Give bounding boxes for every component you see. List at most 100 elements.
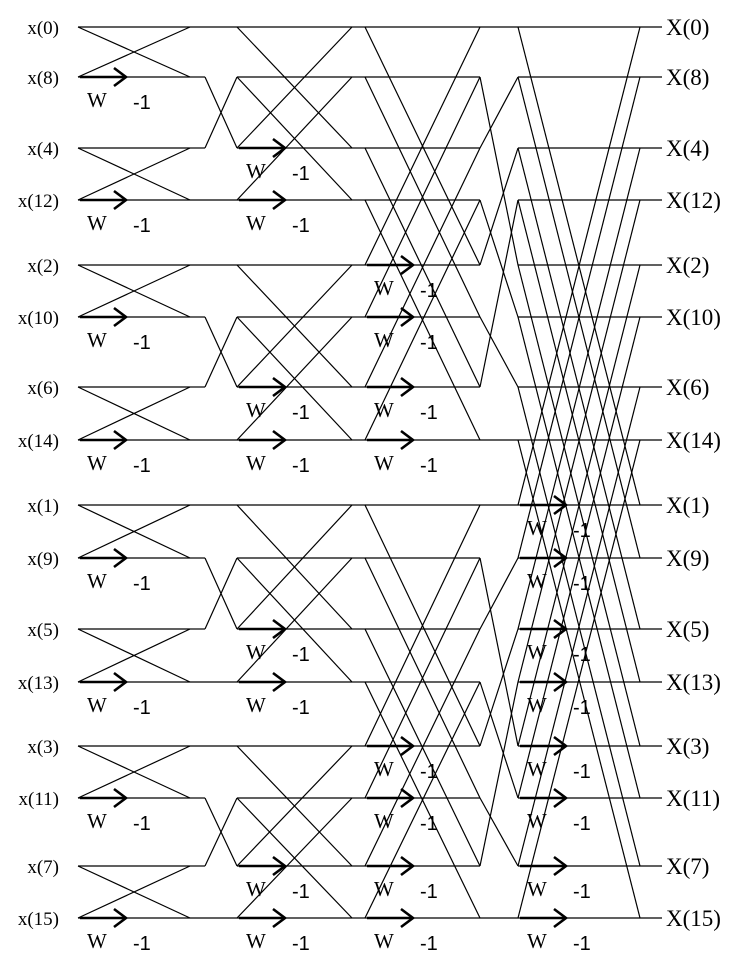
butterfly-cross [364,628,481,867]
interconnect-line [479,199,519,388]
butterfly-cross [77,26,191,78]
butterfly-cross [236,504,353,630]
minus-one-label: -1 [133,697,151,719]
twiddle-label: W [527,929,547,953]
minus-one-label: -1 [573,697,591,719]
output-label: X(13) [666,670,721,695]
butterfly-cross [517,264,641,747]
output-label: X(4) [666,136,709,161]
twiddle-label: W [374,877,394,901]
butterfly-cross [364,504,481,747]
butterfly-cross [364,76,481,318]
twiddle-label: W [87,451,107,475]
butterfly-cross [364,26,481,266]
butterfly-cross [77,264,191,318]
arrow-head [272,376,288,398]
output-label: X(1) [666,493,709,518]
interconnect-line [479,681,519,867]
minus-one-label: -1 [292,933,310,955]
arrow-head [553,671,569,693]
output-label: X(9) [666,546,709,571]
arrow-head [113,671,129,693]
minus-one-label: -1 [292,163,310,185]
butterfly-cross [364,681,481,919]
minus-one-label: -1 [420,813,438,835]
input-label: x(9) [27,549,59,570]
twiddle-label: W [374,929,394,953]
output-label: X(12) [666,188,721,213]
twiddle-label: W [246,640,266,664]
output-label: X(14) [666,428,721,453]
minus-one-label: -1 [573,761,591,783]
arrow-head [113,787,129,809]
interconnect-line [479,628,519,747]
butterfly-cross [77,504,191,559]
input-label: x(5) [27,620,59,641]
twiddle-label: W [87,211,107,235]
twiddle-label: W [87,693,107,717]
minus-one-label: -1 [292,402,310,424]
twiddle-label: W [374,328,394,352]
twiddle-label: W [527,809,547,833]
minus-one-label: -1 [420,280,438,302]
twiddle-label: W [527,877,547,901]
interconnect-line [204,316,238,388]
butterfly-cross [236,76,353,201]
input-label: x(14) [18,431,59,452]
arrow-head [272,855,288,877]
minus-one-label: -1 [133,573,151,595]
interconnect-line [479,681,519,799]
butterfly-cross [236,745,353,867]
output-label: X(2) [666,253,709,278]
butterfly-cross [364,199,481,441]
butterfly-cross [517,147,641,630]
twiddle-label: W [374,451,394,475]
input-label: x(3) [27,737,59,758]
output-label: X(5) [666,617,709,642]
butterfly-cross [77,147,191,201]
butterfly-cross [236,316,353,441]
interconnect-line [479,199,519,318]
arrow-head [400,376,416,398]
arrow-head [272,618,288,640]
interconnect-line [479,76,519,266]
minus-one-label: -1 [133,92,151,114]
butterfly-cross [517,199,641,683]
input-label: x(6) [27,378,59,399]
twiddle-label: W [87,809,107,833]
butterfly-cross [364,557,481,799]
arrow-head [113,66,129,88]
input-label: x(15) [18,909,59,930]
twiddle-label: W [527,693,547,717]
twiddle-label: W [246,693,266,717]
butterfly-cross [77,745,191,799]
minus-one-label: -1 [133,215,151,237]
minus-one-label: -1 [420,332,438,354]
input-label: x(0) [27,18,59,39]
minus-one-label: -1 [292,644,310,666]
twiddle-label: W [374,398,394,422]
arrow-head [113,547,129,569]
arrow-head [400,429,416,451]
minus-one-label: -1 [420,933,438,955]
minus-one-label: -1 [420,455,438,477]
twiddle-label: W [527,640,547,664]
output-label: X(15) [666,906,721,931]
minus-one-label: -1 [292,881,310,903]
arrow-head [272,671,288,693]
input-label: x(2) [27,256,59,277]
arrow-head [400,787,416,809]
butterfly-cross [517,26,641,506]
arrow-head [400,735,416,757]
output-label: X(11) [666,786,720,811]
butterfly-cross [236,264,353,388]
interconnect-line [479,76,519,149]
interconnect-line [204,76,238,149]
twiddle-label: W [246,159,266,183]
output-label: X(8) [666,65,709,90]
input-label: x(13) [18,673,59,694]
minus-one-label: -1 [573,813,591,835]
interconnect-line [479,147,519,266]
twiddle-label: W [87,929,107,953]
arrow-head [400,254,416,276]
